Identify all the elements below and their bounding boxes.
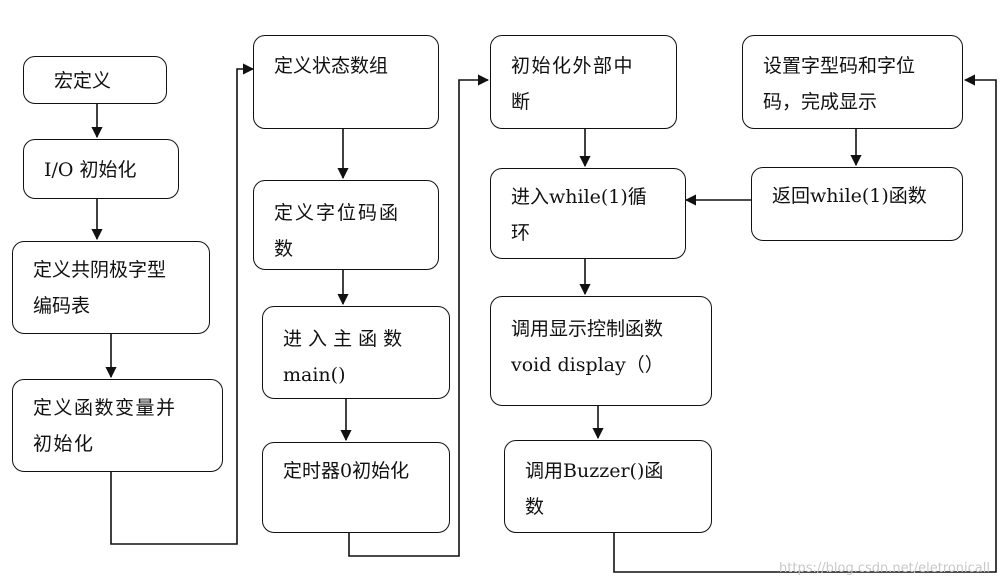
node-ext-interrupt-init: 初始化外部中 断 bbox=[490, 35, 677, 129]
node-macro-definition: 宏定义 bbox=[23, 56, 167, 104]
arrow-n4-n5 bbox=[110, 63, 255, 545]
node-segment-code-table: 定义共阴极字型 编码表 bbox=[12, 241, 210, 334]
node-call-display: 调用显示控制函数 void display（） bbox=[490, 296, 712, 406]
node-return-while: 返回while(1)函数 bbox=[751, 167, 963, 241]
node-enter-main: 进 入 主 函 数 main() bbox=[262, 306, 450, 399]
node-set-codes-display: 设置字型码和字位 码，完成显示 bbox=[742, 35, 963, 129]
watermark-text: https://blog.csdn.net/eletronicall bbox=[779, 561, 990, 576]
node-state-array: 定义状态数组 bbox=[253, 35, 439, 129]
node-while-loop: 进入while(1)循 环 bbox=[490, 168, 686, 259]
node-bit-code-function: 定义字位码函 数 bbox=[253, 180, 439, 270]
node-define-variables: 定义函数变量并 初始化 bbox=[12, 379, 223, 472]
node-call-buzzer: 调用Buzzer()函 数 bbox=[504, 440, 712, 533]
node-timer0-init: 定时器0初始化 bbox=[262, 442, 450, 533]
arrow-n12-n13 bbox=[613, 74, 997, 573]
arrow-n8-n9 bbox=[348, 74, 490, 557]
node-io-init: I/O 初始化 bbox=[23, 139, 179, 199]
